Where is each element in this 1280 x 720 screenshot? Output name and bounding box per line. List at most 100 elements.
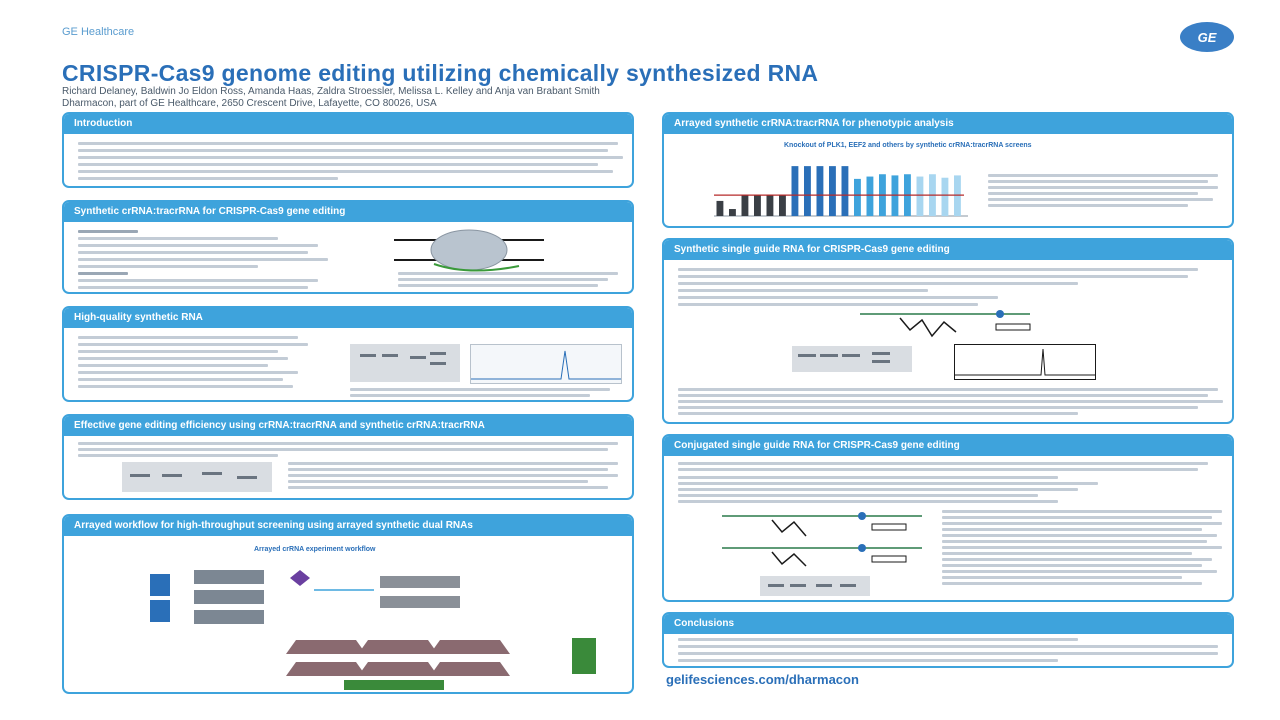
bar (729, 209, 736, 216)
body-text-line (78, 258, 328, 261)
caption-line (988, 198, 1213, 201)
bar (816, 166, 824, 216)
body-text-line (678, 482, 1098, 485)
body-text-line (678, 289, 928, 292)
bar (829, 166, 836, 216)
caption-line (988, 186, 1218, 189)
body-text-line (78, 336, 298, 339)
body-text-line (678, 476, 1058, 479)
bar (754, 195, 761, 216)
panel-synthetic-crrna: Synthetic crRNA:tracrRNA for CRISPR-Cas9… (62, 200, 634, 294)
body-text-line (678, 462, 1208, 465)
panel-header: Synthetic single guide RNA for CRISPR-Ca… (664, 240, 1232, 260)
caption-line (988, 174, 1218, 177)
chromatogram-plot (954, 344, 1096, 380)
brand-label: GE Healthcare (62, 26, 135, 38)
body-text-line (78, 343, 308, 346)
body-text-line (678, 645, 1218, 648)
caption-line (942, 522, 1222, 525)
bar (791, 166, 799, 216)
panel-conclusions: Conclusions (662, 612, 1234, 668)
caption-line (288, 486, 608, 489)
gel-image (760, 576, 870, 596)
body-text-line (678, 303, 978, 306)
caption-line (988, 192, 1198, 195)
panel-high-quality-rna: High-quality synthetic RNA (62, 306, 634, 402)
body-text-line (678, 500, 1058, 503)
caption-line (288, 462, 618, 465)
bar (866, 176, 874, 216)
cas9-complex-diagram (394, 229, 544, 272)
panel-header: Arrayed workflow for high-throughput scr… (64, 516, 632, 536)
body-text-line (678, 268, 1198, 271)
body-text-line (678, 494, 1038, 497)
bar (841, 166, 849, 216)
caption-line (942, 552, 1192, 555)
chart-title: Knockout of PLK1, EEF2 and others by syn… (784, 142, 1032, 149)
caption-line (398, 284, 598, 287)
body-text-line (678, 638, 1078, 641)
caption-line (678, 400, 1223, 403)
poster-title: CRISPR-Cas9 genome editing utilizing che… (62, 60, 819, 86)
body-text-line (678, 488, 1078, 491)
caption-line (942, 540, 1207, 543)
caption-line (350, 394, 590, 397)
panel-header: Conjugated single guide RNA for CRISPR-C… (664, 436, 1232, 456)
bar (941, 177, 949, 216)
panel-header: High-quality synthetic RNA (64, 308, 632, 328)
caption-line (988, 180, 1208, 183)
body-text-line (678, 468, 1198, 471)
body-text-line (78, 364, 268, 367)
body-text-line (78, 385, 293, 388)
body-text-line (78, 230, 138, 233)
caption-line (678, 406, 1198, 409)
body-text-line (78, 350, 278, 353)
body-text-line (678, 282, 1078, 285)
caption-line (942, 558, 1212, 561)
caption-line (678, 412, 1078, 415)
body-text-line (678, 659, 1058, 662)
body-text-line (78, 371, 298, 374)
caption-line (288, 468, 608, 471)
bar (741, 195, 749, 216)
panel-header: Synthetic crRNA:tracrRNA for CRISPR-Cas9… (64, 202, 632, 222)
body-text-line (78, 448, 608, 451)
dharmacon-url-link[interactable]: gelifesciences.com/dharmacon (666, 672, 859, 687)
body-text-line (78, 170, 613, 173)
body-text-line (78, 454, 278, 457)
bar (716, 200, 724, 216)
caption-line (942, 564, 1202, 567)
body-text-line (78, 251, 308, 254)
knockout-bar-chart (714, 166, 968, 217)
caption-line (288, 480, 588, 483)
caption-line (678, 388, 1218, 391)
caption-line (398, 272, 618, 275)
caption-line (350, 388, 610, 391)
caption-line (942, 582, 1202, 585)
gel-image (350, 344, 460, 382)
body-text-line (78, 442, 618, 445)
caption-line (288, 474, 618, 477)
chromatogram-plot (470, 344, 622, 384)
panel-arrayed-workflow: Arrayed workflow for high-throughput scr… (62, 514, 634, 694)
caption-line (942, 570, 1217, 573)
affiliation: Dharmacon, part of GE Healthcare, 2650 C… (62, 98, 437, 109)
panel-header: Conclusions (664, 614, 1232, 634)
panel-arrayed-phenotypic: Arrayed synthetic crRNA:tracrRNA for phe… (662, 112, 1234, 228)
panel-conjugated-sgrna: Conjugated single guide RNA for CRISPR-C… (662, 434, 1234, 602)
caption-line (942, 528, 1202, 531)
body-text-line (78, 149, 608, 152)
panel-header: Effective gene editing efficiency using … (64, 416, 632, 436)
sgrna-structure-diagram (860, 310, 1031, 338)
body-text-line (78, 286, 308, 289)
ge-logo: GE (1180, 22, 1234, 52)
body-text-line (78, 244, 318, 247)
caption-line (942, 510, 1222, 513)
body-text-line (78, 156, 623, 159)
bar (766, 195, 774, 216)
authors: Richard Delaney, Baldwin Jo Eldon Ross, … (62, 86, 600, 97)
panel-header: Arrayed synthetic crRNA:tracrRNA for phe… (664, 114, 1232, 134)
caption-line (942, 576, 1182, 579)
bar (804, 166, 811, 216)
bar (779, 195, 786, 216)
